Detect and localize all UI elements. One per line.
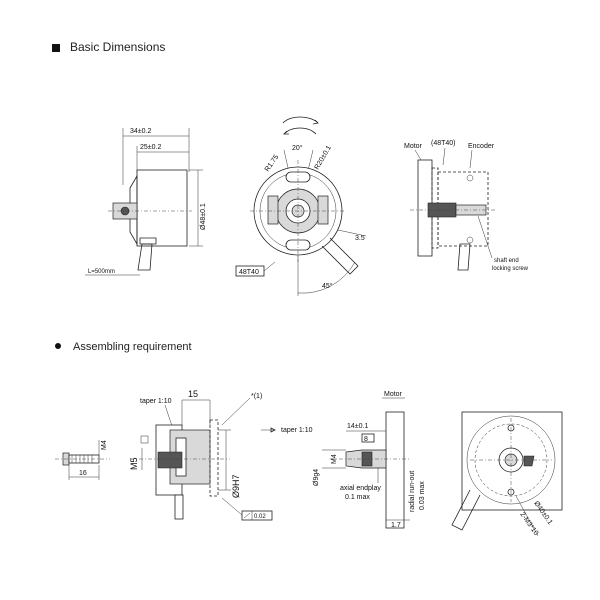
shaft-length-label: 14±0.1 (347, 423, 368, 430)
shaft-bottom-dim: 1.7 (391, 522, 401, 529)
cable-length-label: L=500mm (88, 269, 115, 275)
screw-note-line1: shaft end (494, 258, 519, 264)
dim-overall-length: 34±0.2 (130, 128, 151, 135)
dim-body-diameter: Ø48±0.1 (200, 203, 207, 230)
shaft-taper-dim: 8 (364, 436, 368, 443)
assembling-requirement-title: Assembling requirement (73, 341, 192, 353)
shaft-taper-label: taper 1:10 (281, 427, 313, 434)
shaft-detail: Motor taper 1:10 14±0.1 8 M4 Ø9g4 axial … (261, 391, 426, 529)
taper-diameter-label: Ø9H7 (231, 474, 241, 498)
taper-label: taper 1:10 (140, 398, 172, 405)
dim-body-length: 25±0.2 (140, 144, 161, 151)
assembling-requirement-heading: Assembling requirement (55, 341, 192, 353)
angle-cable-label: 45° (322, 282, 333, 290)
endplay-line1: axial endplay (340, 485, 381, 492)
basic-dimensions-title: Basic Dimensions (70, 40, 166, 54)
taper-thread-label: M5 (129, 457, 139, 470)
front-view: 20° R1.75 R20±0.1 3.5 45° 48T40 (235, 116, 367, 296)
shaft-thread-label: M4 (331, 454, 338, 464)
mount-view: Motor (48T40) Encoder shaft end locking … (404, 140, 529, 272)
taper-tolerance-label: 0.02 (254, 514, 266, 520)
runout-line2: 0.03 max (419, 481, 426, 510)
round-bullet-icon (55, 343, 61, 349)
screw-detail: M4 16 (55, 440, 110, 480)
taper-note-label: *(1) (251, 393, 262, 400)
radius-left-label: R1.75 (264, 154, 281, 173)
runout-line1: radial run-out (409, 471, 416, 512)
model-label: (48T40) (431, 140, 456, 147)
angle-top-label: 20° (292, 144, 303, 152)
dim-slot-label: 3.5 (355, 235, 365, 242)
square-bullet-icon (52, 44, 60, 52)
endplay-line2: 0.1 max (345, 494, 370, 501)
motor-label: Motor (404, 143, 423, 150)
shaft-diameter-label: Ø9g4 (313, 469, 320, 486)
encoder-label: Encoder (468, 143, 495, 150)
side-view: 34±0.2 25±0.2 Ø48±0.1 L=500mm (85, 128, 207, 276)
basic-dimensions-heading: Basic Dimensions (52, 40, 165, 54)
screw-thread-label: M4 (101, 440, 108, 450)
flange-detail: 2-M3*10 Ø40±0.1 (451, 411, 563, 537)
shaft-motor-label: Motor (384, 391, 403, 398)
model-tag-label: 48T40 (239, 269, 259, 276)
screw-length-label: 16 (79, 470, 87, 477)
taper-width-label: 15 (188, 389, 198, 399)
bolt-circle-label: 2-M3*10 (518, 511, 539, 537)
taper-detail: taper 1:10 15 *(1) M5 Ø9H7 0.02 (129, 389, 273, 521)
screw-note-line2: locking screw (492, 266, 529, 272)
radius-right-label: R20±0.1 (314, 145, 333, 171)
